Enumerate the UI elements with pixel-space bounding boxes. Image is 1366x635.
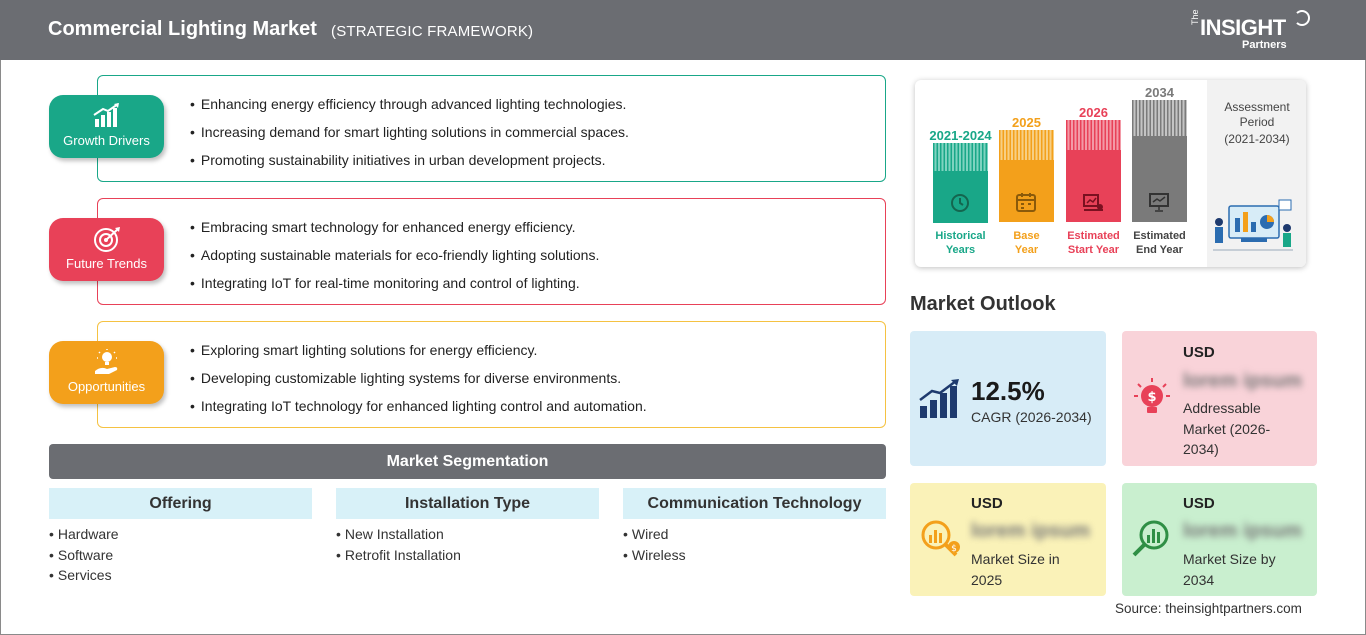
bar-label-line: Start Year: [1067, 244, 1120, 256]
market-size-2034-card: USD lorem ipsum Market Size by 2034: [1122, 483, 1317, 596]
cagr-label: CAGR (2026-2034): [971, 409, 1092, 425]
addressable-market-label: Addressable Market (2026-2034): [1183, 400, 1271, 457]
logo-arc-icon: [1294, 10, 1310, 26]
svg-text:$: $: [1147, 390, 1156, 405]
list-item: Increasing demand for smart lighting sol…: [190, 124, 629, 152]
timeline-year: 2025: [1012, 115, 1041, 130]
timeline-bar: [1066, 120, 1121, 222]
segment-title: Offering: [49, 488, 312, 519]
segment-item: Wired: [623, 526, 886, 547]
addressable-market-card: $ USD lorem ipsum Addressable Market (20…: [1122, 331, 1317, 466]
segment-column-installation-type: Installation Type New Installation Retro…: [336, 488, 599, 567]
lightbulb-hand-icon: [95, 349, 118, 374]
market-size-2025-value: lorem ipsum: [971, 520, 1090, 542]
target-icon: [94, 227, 120, 252]
segment-item: Retrofit Installation: [336, 547, 599, 568]
list-item: Embracing smart technology for enhanced …: [190, 219, 599, 247]
svg-text:$: $: [951, 544, 957, 554]
growth-bars-icon: [919, 379, 959, 418]
bulb-dollar-icon: $: [1134, 378, 1170, 413]
bar-stripes: [1132, 100, 1187, 136]
chart-board-icon: [1083, 194, 1103, 211]
bar-label-line: Year: [1014, 244, 1039, 256]
page-subtitle: (STRATEGIC FRAMEWORK): [331, 23, 534, 40]
future-trends-badge: Future Trends: [49, 218, 164, 281]
coin-magnifier-icon: $: [921, 520, 960, 557]
currency-label: USD: [971, 495, 1003, 512]
segment-item: Hardware: [49, 526, 312, 547]
segment-item: Services: [49, 567, 312, 588]
opportunities-list: Exploring smart lighting solutions for e…: [190, 342, 647, 426]
currency-label: USD: [1183, 344, 1215, 361]
bar-body: [1132, 136, 1187, 222]
assessment-period-label: Assessment Period (2021-2034): [1224, 100, 1290, 146]
history-icon: [951, 194, 969, 212]
growth-drivers-card: Enhancing energy efficiency through adva…: [97, 75, 886, 182]
market-size-2025-card: $ USD lorem ipsum Market Size in 2025: [910, 483, 1106, 596]
market-size-2034-label: Market Size by 2034: [1183, 551, 1276, 588]
growth-chart-icon: [93, 103, 119, 127]
list-item: Enhancing energy efficiency through adva…: [190, 96, 629, 124]
page-title: Commercial Lighting Market: [48, 18, 317, 40]
list-item: Integrating IoT technology for enhanced …: [190, 398, 647, 426]
list-item: Exploring smart lighting solutions for e…: [190, 342, 647, 370]
segment-column-communication-technology: Communication Technology Wired Wireless: [623, 488, 886, 567]
opportunities-badge: Opportunities: [49, 341, 164, 404]
opportunities-card: Exploring smart lighting solutions for e…: [97, 321, 886, 428]
timeline-year: 2026: [1079, 105, 1108, 120]
list-item: Adopting sustainable materials for eco-f…: [190, 247, 599, 275]
addressable-market-value: lorem ipsum: [1183, 370, 1302, 392]
segmentation-header: Market Segmentation: [49, 444, 886, 479]
bar-stripes: [933, 143, 988, 171]
segment-item: Software: [49, 547, 312, 568]
analytics-people-icon: [1213, 199, 1293, 251]
list-item: Promoting sustainability initiatives in …: [190, 152, 629, 180]
source-link[interactable]: Source: theinsightpartners.com: [1115, 601, 1302, 616]
bar-label-line: Years: [945, 244, 976, 256]
list-item: Developing customizable lighting systems…: [190, 370, 647, 398]
segment-title: Communication Technology: [623, 488, 886, 519]
calendar-icon: [1016, 193, 1036, 212]
currency-label: USD: [1183, 495, 1215, 512]
growth-drivers-badge: Growth Drivers: [49, 95, 164, 158]
bar-label-line: Base: [1013, 230, 1040, 242]
cagr-value: 12.5%: [971, 376, 1045, 406]
presentation-icon: [1149, 193, 1169, 212]
market-outlook-title: Market Outlook: [910, 293, 1056, 315]
market-size-2025-label: Market Size in 2025: [971, 551, 1060, 588]
segment-column-offering: Offering Hardware Software Services: [49, 488, 312, 588]
future-trends-list: Embracing smart technology for enhanced …: [190, 219, 599, 303]
segment-title: Installation Type: [336, 488, 599, 519]
bar-body: [1066, 150, 1121, 222]
growth-drivers-list: Enhancing energy efficiency through adva…: [190, 96, 629, 180]
list-item: Integrating IoT for real-time monitoring…: [190, 275, 599, 303]
chart-magnifier-icon: [1132, 520, 1169, 557]
bar-body: [999, 160, 1054, 222]
timeline-bar: [999, 130, 1054, 222]
future-trends-card: Embracing smart technology for enhanced …: [97, 198, 886, 305]
segment-item: Wireless: [623, 547, 886, 568]
bar-body: [933, 171, 988, 223]
timeline-bar: [933, 143, 988, 223]
timeline-bar: [1132, 100, 1187, 222]
bar-stripes: [1066, 120, 1121, 150]
bar-label-line: End Year: [1136, 244, 1183, 256]
timeline-year: 2021-2024: [929, 128, 992, 143]
header-bar: Commercial Lighting Market (STRATEGIC FR…: [0, 0, 1366, 60]
insight-partners-logo[interactable]: The INSIGHT Partners: [1190, 8, 1320, 54]
bar-label-line: Estimated: [1133, 230, 1186, 242]
bar-label-line: Estimated: [1067, 230, 1120, 242]
segment-item: New Installation: [336, 526, 599, 547]
market-size-2034-value: lorem ipsum: [1183, 520, 1302, 542]
timeline-year: 2034: [1145, 85, 1174, 100]
bar-stripes: [999, 130, 1054, 160]
cagr-card: 12.5% CAGR (2026-2034): [910, 331, 1106, 466]
bar-label-line: Historical: [935, 230, 986, 242]
